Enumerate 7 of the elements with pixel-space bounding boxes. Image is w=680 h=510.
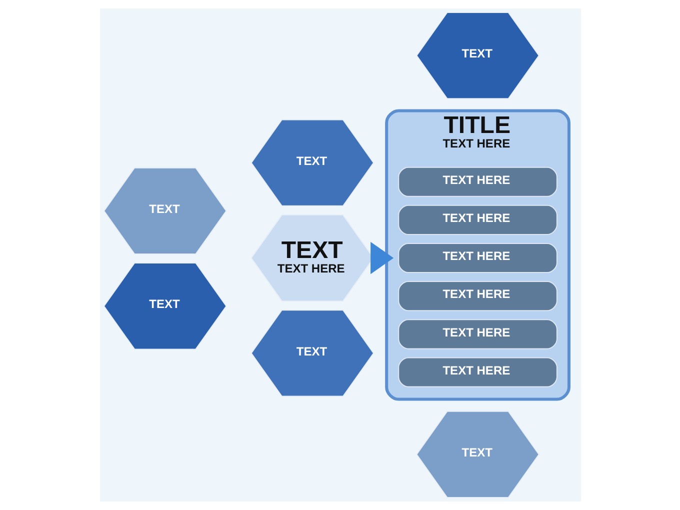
- node-box: TEXT HERE: [398, 357, 557, 388]
- node-box: TEXT HERE: [398, 281, 557, 312]
- arrow: [370, 242, 394, 274]
- node-box: TEXT HERE: [398, 166, 557, 197]
- node-box: TEXT HERE: [398, 319, 557, 350]
- node-box: TEXT HERE: [398, 204, 557, 235]
- node-box: TEXT HERE: [398, 242, 557, 274]
